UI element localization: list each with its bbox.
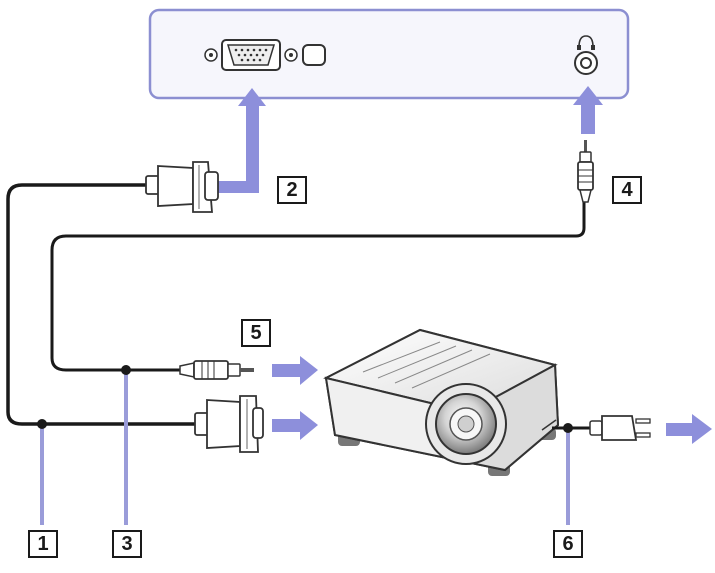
arrow-to-monitor-port	[218, 88, 266, 193]
power-cord	[552, 415, 651, 441]
headphone-icon	[578, 35, 594, 48]
callout-4: 4	[612, 176, 642, 204]
callout-3: 3	[112, 530, 142, 558]
vga-plug-bottom	[194, 395, 264, 453]
callout-5: 5	[241, 319, 271, 347]
arrow-audio-to-projector	[272, 356, 318, 385]
projector	[323, 328, 560, 476]
arrow-to-outlet	[666, 414, 712, 444]
callout-2: 2	[277, 176, 307, 204]
leader-lines	[40, 374, 570, 525]
callout-6: 6	[553, 530, 583, 558]
arrow-video-to-projector	[272, 411, 318, 440]
arrow-to-headphone-port	[573, 86, 603, 134]
vga-plug-top	[145, 161, 219, 213]
display-cable	[6, 183, 198, 426]
leader-dots	[37, 365, 573, 433]
monitor-port	[204, 39, 326, 71]
audio-plug-bottom	[179, 360, 254, 380]
projector-lens	[425, 383, 507, 465]
callout-1: 1	[28, 530, 58, 558]
audio-plug-top	[577, 140, 594, 203]
headphone-port	[574, 35, 598, 75]
computer-panel	[148, 8, 630, 100]
audio-cable	[50, 200, 586, 372]
